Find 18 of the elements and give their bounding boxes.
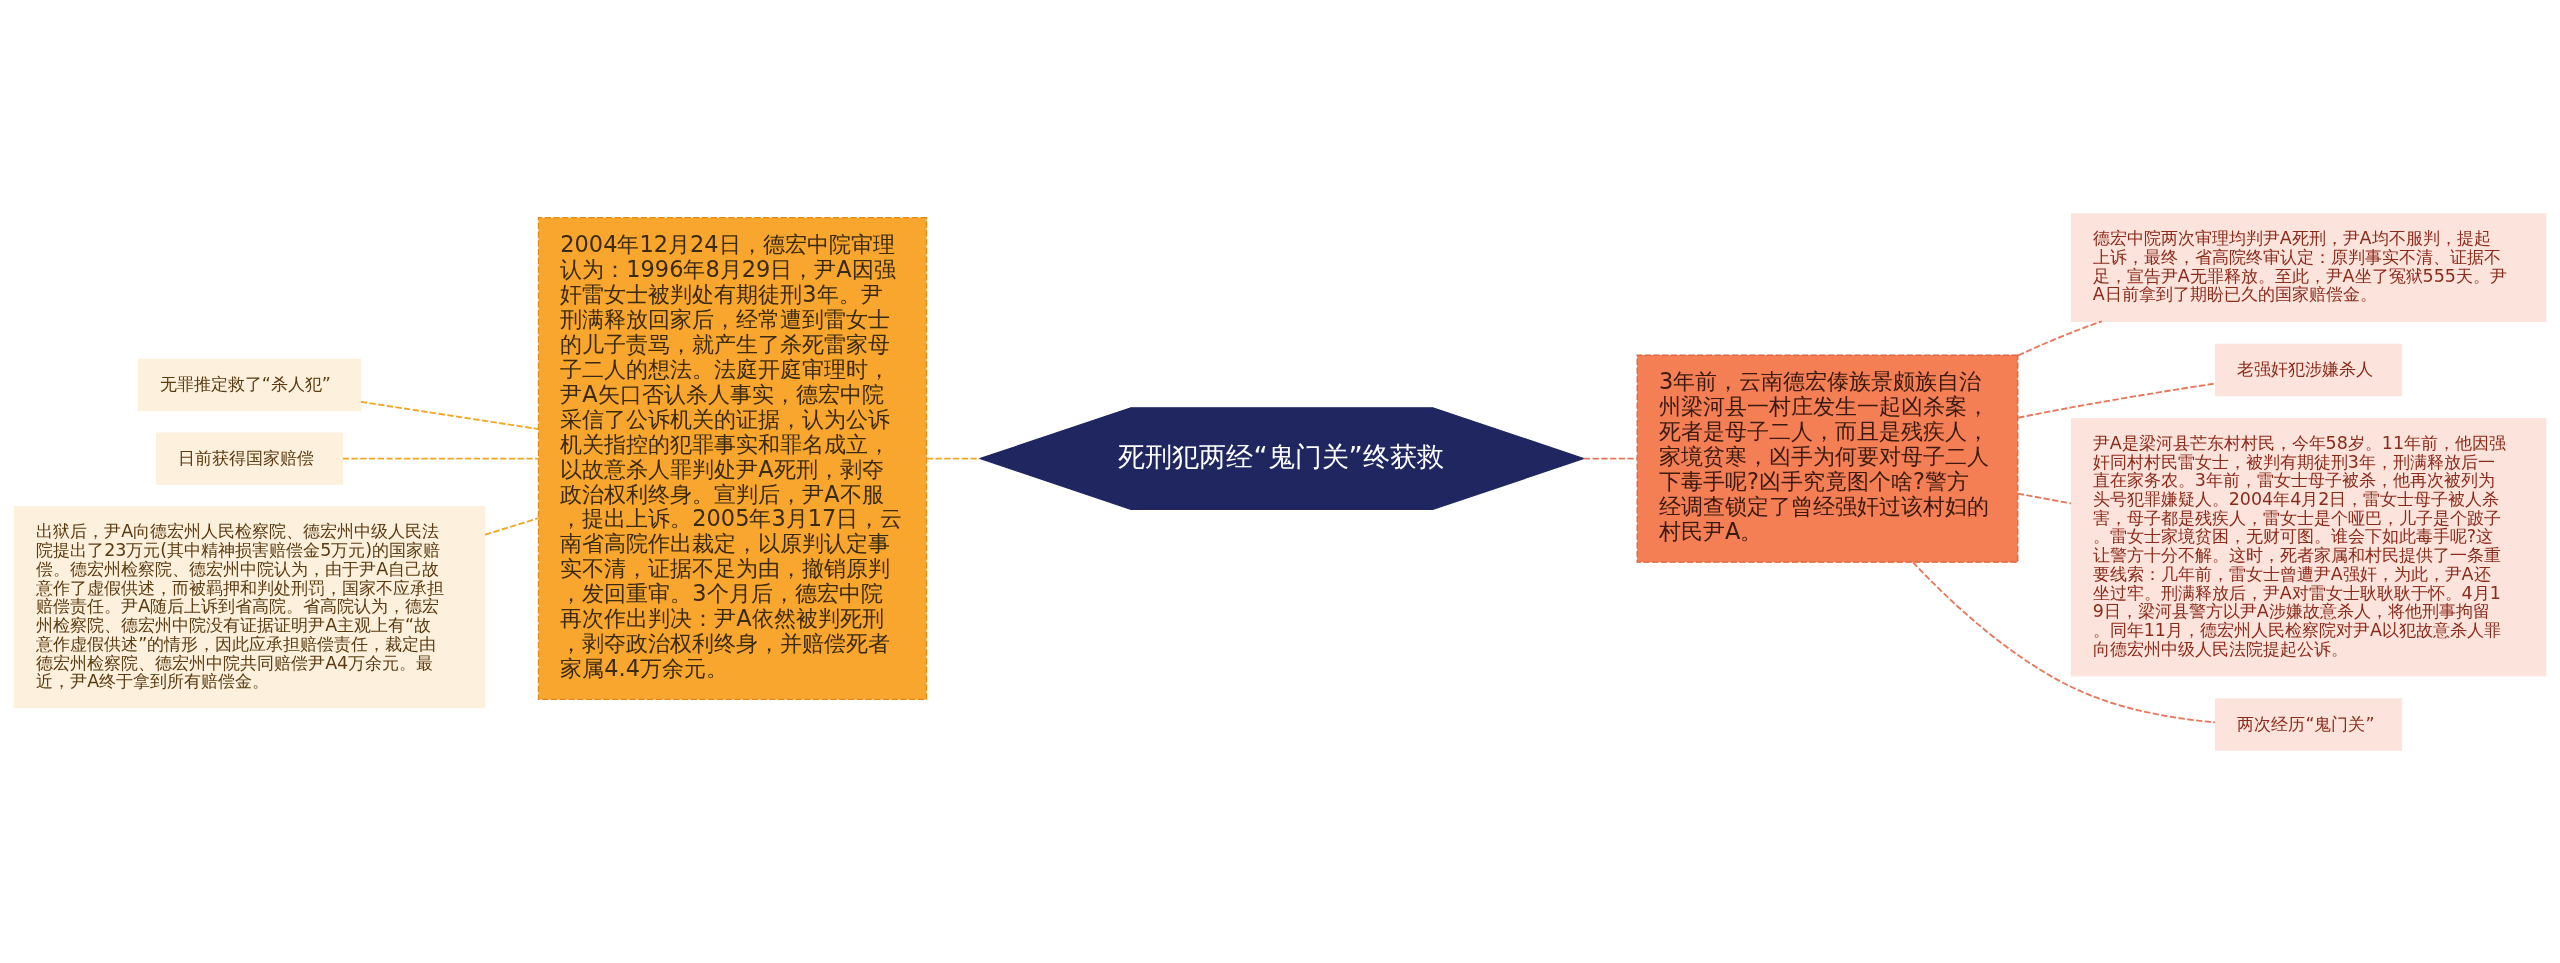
node-box: 两次经历“鬼门关”: [2215, 697, 2403, 751]
node-box: 德宏中院两次审理均判尹A死刑，尹A均不服判，提起上诉，最终，省高院终审认定：原判事实不清、证据不足，宣告尹A无罪释放。至此，尹A坐了冤狱555天。尹A日前拿到了期盼已久的国家赔偿金。: [2070, 212, 2547, 322]
connector: [341, 457, 539, 460]
connector: [2016, 492, 2073, 504]
node-box: 出狱后，尹A向德宏州人民检察院、德宏州中级人民法院提出了23万元(其中精神损害赔偿金5万元)的国家赔偿。德宏州检察院、德宏州中院认为，由于尹A自己故意作了虚假供述，而被羁押和判处刑罚，国家不应承担赔偿责任。尹A随后上诉到省高院。省高院认为，德宏州检察院、德宏州中院没有证据证明尹A主观上有“故意作虚假供述”的情形，因此应承担赔偿责任，裁定由德宏州检察院、德宏州中院共同赔偿尹A4万余元。最近，尹A终于拿到所有赔偿金。: [13, 505, 486, 708]
connector: [484, 516, 540, 536]
connector: [1912, 560, 2216, 723]
node-box: 3年前，云南德宏傣族景颇族自治州梁河县一村庄发生一起凶杀案，死者是母子二人，而且是残疾人，家境贫寒，凶手为何要对母子二人下毒手呢?凶手究竟图个啥?警方经调查锁定了曾经强奸过该村妇的村民尹A。: [1636, 353, 2019, 563]
connector: [2017, 319, 2103, 356]
connector: [2017, 382, 2217, 419]
node-box: 无罪推定救了“杀人犯”: [137, 358, 362, 411]
node-box: 老强奸犯涉嫌杀人: [2215, 343, 2403, 396]
connector: [1582, 457, 1638, 460]
node-box: 日前获得国家赔偿: [155, 431, 344, 485]
connector: [926, 457, 982, 460]
node-box: 2004年12月24日，德宏中院审理认为：1996年8月29日，尹A因强奸雷女士被判处有期徒刑3年。尹刑满释放回家后，经常遭到雷女士的儿子责骂，就产生了杀死雷家母子二人的想法。法庭开庭审理时，尹A矢口否认杀人事实，德宏中院采信了公诉机关的证据，认为公诉机关指控的犯罪事实和罪名成立，以故意杀人罪判处尹A死刑，剥夺政治权利终身。宣判后，尹A不服，提出上诉。2005年3月17日，云南省高院作出裁定，以原判认定事实不清，证据不足为由，撤销原判，发回重审。3个月后，德宏中院再次作出判决：尹A依然被判死刑，剥夺政治权利终身，并赔偿死者家属4.4万余元。: [537, 216, 928, 700]
node-box: 尹A是梁河县芒东村村民，今年58岁。11年前，他因强奸同村村民雷女士，被判有期徒刑3年，刑满释放后一直在家务农。3年前，雷女士母子被杀，他再次被列为头号犯罪嫌疑人。2004年4月2日，雷女士母子被人杀害，母子都是残疾人，雷女士是个哑巴，儿子是个跛子。雷女士家境贫困，无财可图。谁会下如此毒手呢?这让警方十分不解。这时，死者家属和村民提供了一条重要线索：几年前，雷女士曾遭尹A强奸，为此，尹A还坐过牢。刑满释放后，尹A对雷女士耿耿耿于怀。4月19日，梁河县警方以尹A涉嫌故意杀人，将他刑事拘留。同年11月，德宏州人民检察院对尹A以犯故意杀人罪向德宏州中级人民法院提起公诉。: [2070, 417, 2547, 676]
connector: [360, 400, 540, 430]
